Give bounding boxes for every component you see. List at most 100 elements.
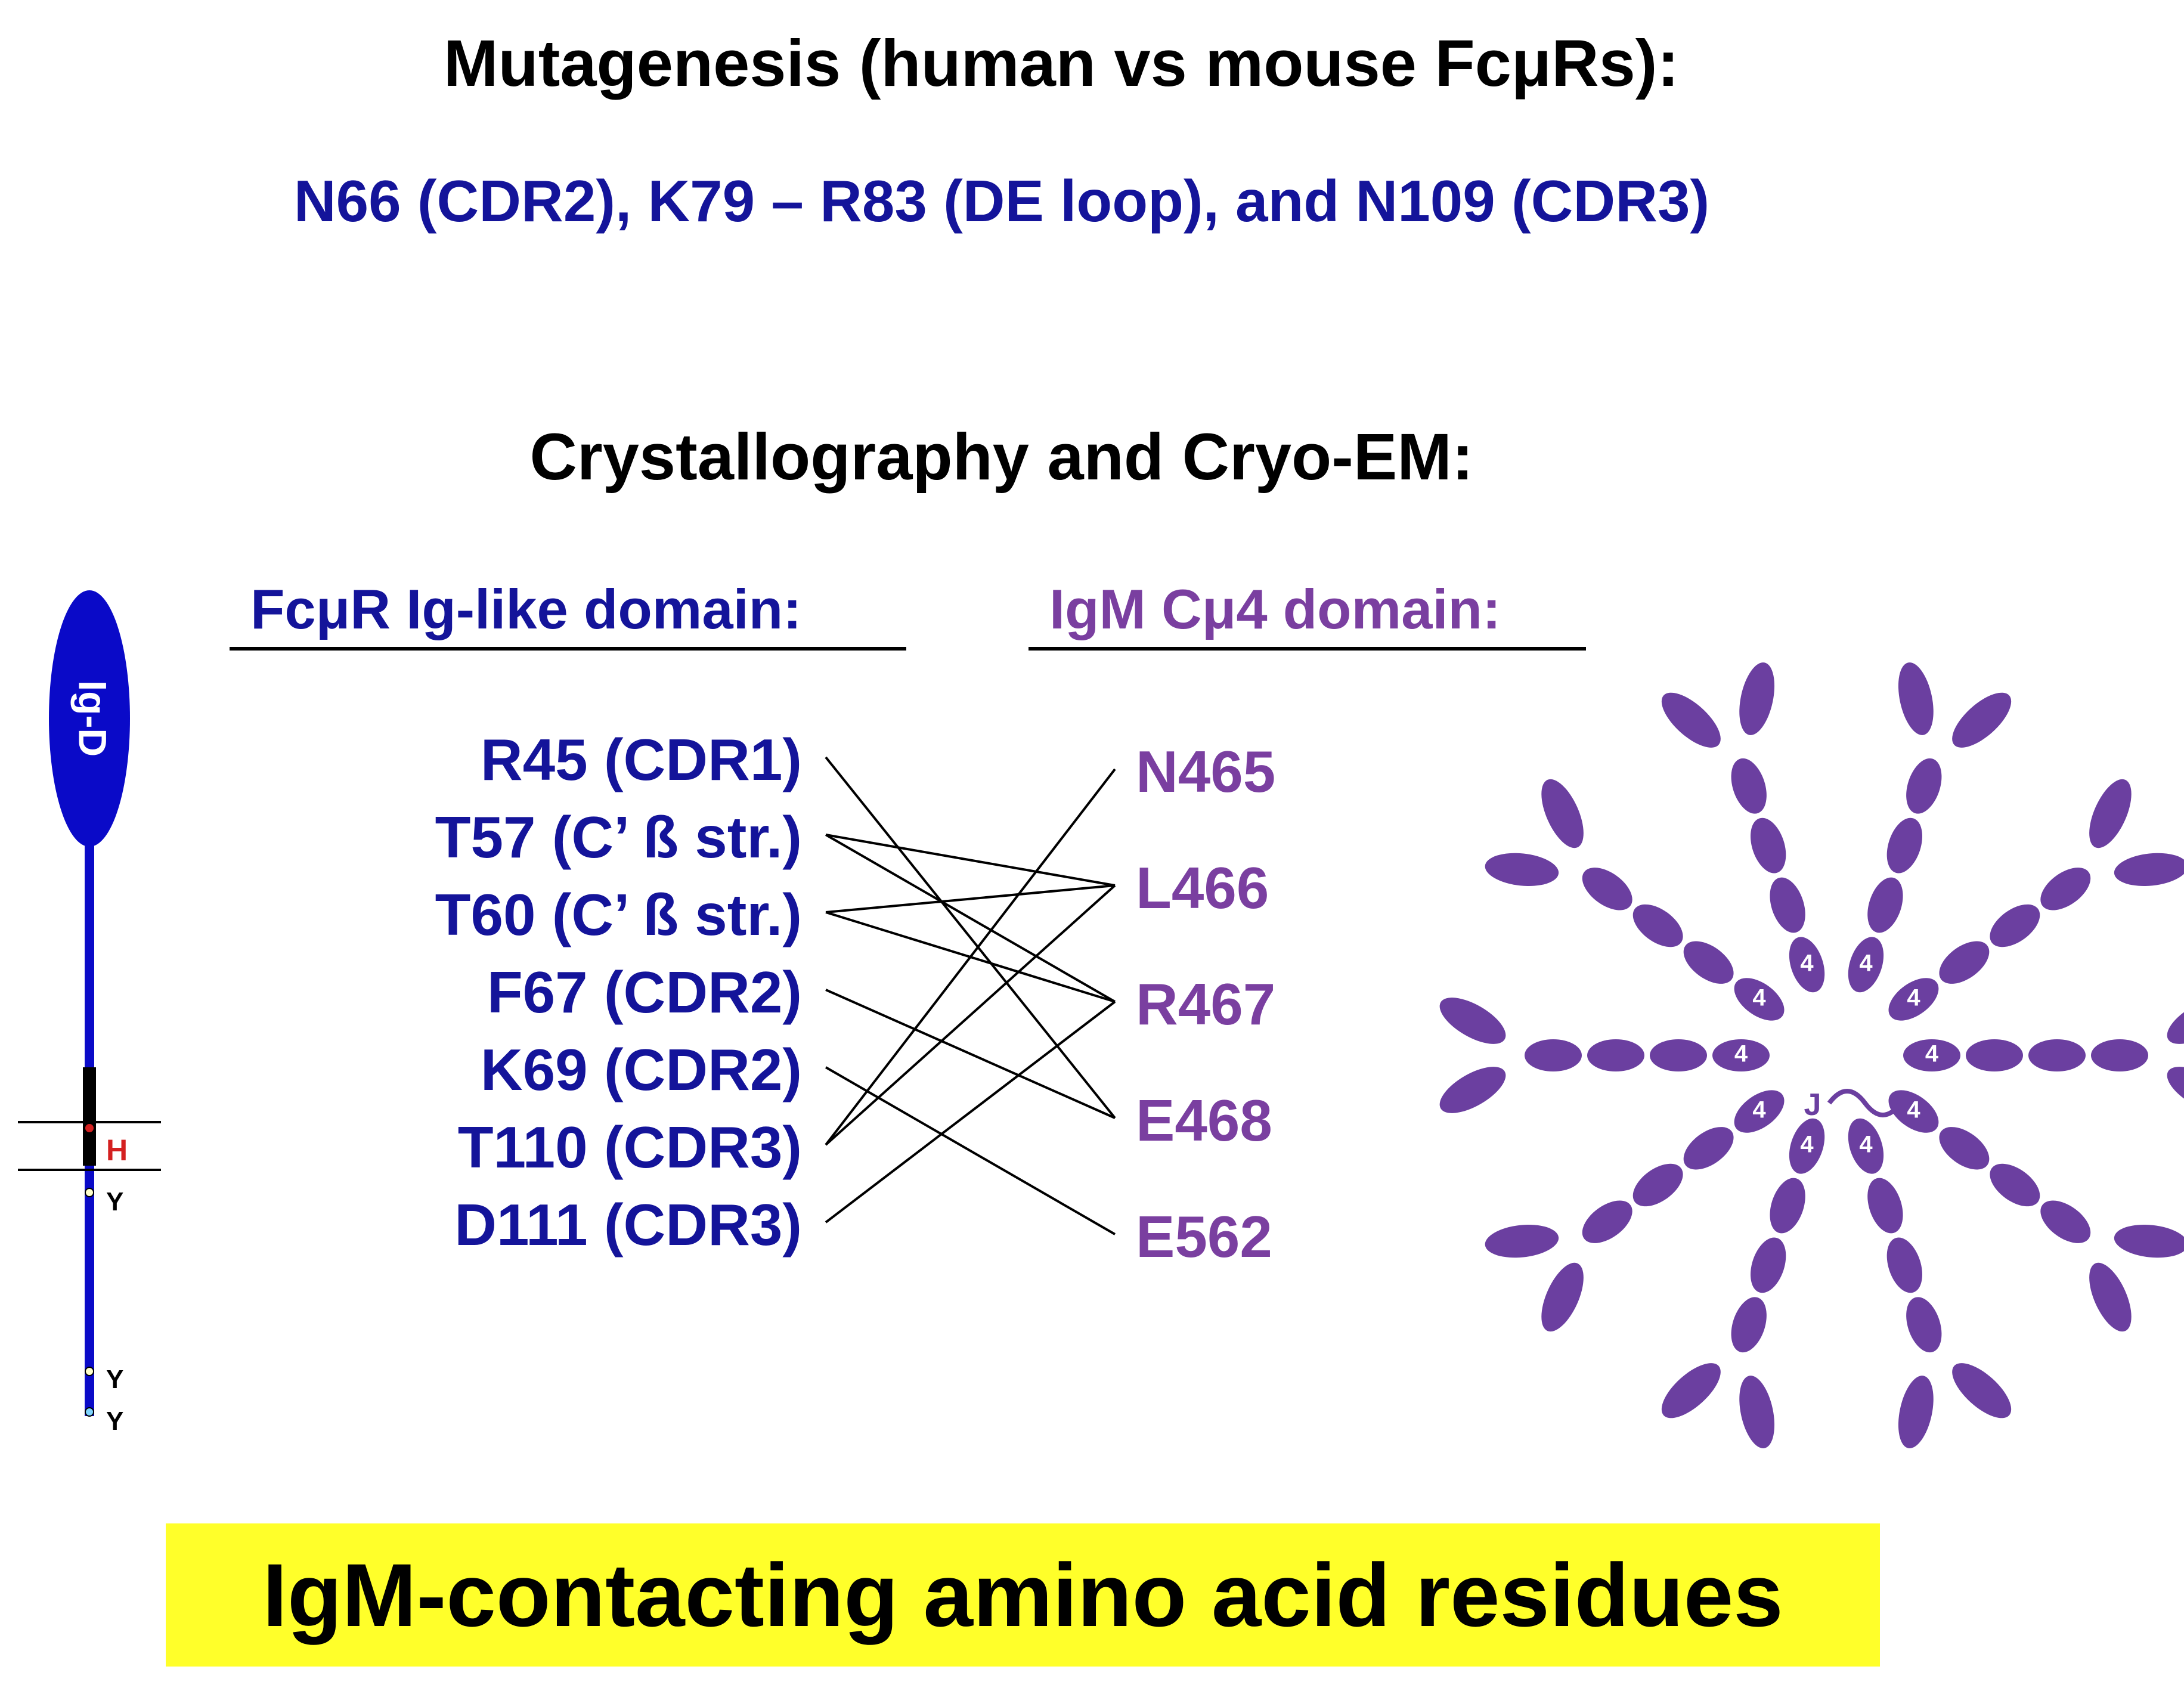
igm-fab-ellipse <box>1898 1376 1934 1448</box>
igm-domain-ellipse <box>1683 1127 1734 1170</box>
cmu4-domain-label: 4 <box>1752 1097 1766 1123</box>
igm-fab-ellipse <box>1541 1262 1584 1332</box>
igm-domain-ellipse <box>1734 978 1785 1021</box>
fcmr-residue-t57: T57 (C’ ß str.) <box>435 804 802 870</box>
j-chain-label: J <box>1804 1088 1821 1122</box>
igm-fab-ellipse <box>2167 998 2184 1044</box>
igm-fab-ellipse <box>1898 662 1934 735</box>
contact-line-t57-r467 <box>825 834 1116 1003</box>
fcmr-header-underline <box>230 647 906 651</box>
igm-fab-ellipse <box>2114 853 2184 886</box>
igm-domain-ellipse <box>1867 877 1903 933</box>
igm-domain-ellipse <box>1906 758 1942 814</box>
igm-domain-ellipse <box>1789 937 1825 993</box>
tyrosine-label-3: Y <box>106 1407 123 1436</box>
cmu4-domain-label: 4 <box>1800 1132 1814 1158</box>
igm-domain-ellipse <box>1906 1297 1942 1353</box>
igm-domain-ellipse <box>1939 941 1990 984</box>
contact-line-k69-e562 <box>825 1066 1116 1235</box>
igm-residue-n465: N465 <box>1136 739 1276 804</box>
igm-domain-ellipse <box>1683 941 1734 984</box>
cmu4-domain-label: 4 <box>1734 1041 1748 1067</box>
igm-domain-ellipse <box>2040 1200 2091 1243</box>
cmu4-domain-label: 4 <box>1752 985 1766 1011</box>
igm-domain-ellipse <box>1734 1090 1785 1133</box>
contact-line-t57-l466 <box>825 834 1116 887</box>
igm-fab-ellipse <box>2089 1262 2132 1332</box>
mutagenesis-title: Mutagenesis (human vs mouse FcμRs): <box>443 27 1680 100</box>
igm-domain-ellipse <box>1582 1200 1632 1243</box>
fcmr-domain-header: FcμR Ig-like domain: <box>250 578 802 640</box>
fcmr-residue-r45: R45 (CDR1) <box>480 727 802 792</box>
igm-heavy-chain-arm: 4 <box>1903 998 2184 1113</box>
igm-domain-ellipse <box>1751 1237 1786 1293</box>
igm-fab-ellipse <box>1739 662 1775 735</box>
igm-fab-ellipse <box>1661 692 1721 748</box>
crystallography-title: Crystallography and Cryo-EM: <box>529 420 1474 494</box>
conclusion-banner: IgM-contacting amino acid residues <box>166 1523 1880 1667</box>
tyrosine-label-1: Y <box>106 1187 123 1216</box>
igm-domain-ellipse <box>1731 758 1767 814</box>
igm-heavy-chain-arm: 4 <box>1485 1090 1785 1332</box>
igm-fab-ellipse <box>1739 1376 1775 1448</box>
igm-domain-ellipse <box>1731 1297 1767 1353</box>
igm-domain-ellipse <box>1712 1039 1770 1071</box>
igm-fab-ellipse <box>2089 779 2132 848</box>
igm-heavy-chain-arm: 4 <box>1661 662 1825 993</box>
igm-domain-ellipse <box>1525 1039 1582 1071</box>
ig-domain-label: Ig-D <box>71 680 115 757</box>
igm-fab-ellipse <box>1661 1363 1721 1418</box>
igm-heavy-chain-arm: 4 <box>1848 662 2012 993</box>
contact-line-f67-e468 <box>825 989 1116 1119</box>
igm-heavy-chain-arm: 4 <box>1888 779 2184 1021</box>
igm-fab-ellipse <box>1952 692 2012 748</box>
igm-heavy-chain-arm: 4 <box>1888 1090 2184 1332</box>
igm-fab-ellipse <box>1952 1363 2012 1418</box>
igm-domain-ellipse <box>1903 1039 1960 1071</box>
tyrosine-label-2: Y <box>106 1365 123 1394</box>
hinge-marker <box>85 1124 94 1132</box>
fcmr-residue-d111: D111 (CDR3) <box>454 1192 802 1258</box>
j-chain-strand <box>1827 1089 1903 1117</box>
igm-domain-ellipse <box>1650 1039 1707 1071</box>
igm-domain-ellipse <box>1886 1237 1922 1293</box>
igm-domain-header: IgM Cμ4 domain: <box>1049 578 1501 640</box>
igm-fab-ellipse <box>1541 779 1584 848</box>
igm-domain-ellipse <box>2028 1039 2086 1071</box>
igm-fab-ellipse <box>1439 998 1506 1044</box>
cmu4-domain-label: 4 <box>1907 985 1920 1011</box>
igm-domain-ellipse <box>1990 904 2040 947</box>
tyrosine-marker-3 <box>85 1407 94 1417</box>
igm-domain-ellipse <box>1751 817 1786 874</box>
cmu4-domain-label: 4 <box>1907 1097 1920 1123</box>
igm-domain-ellipse <box>2040 868 2091 910</box>
igm-fab-ellipse <box>2114 1225 2184 1258</box>
igm-domain-ellipse <box>1888 978 1939 1021</box>
igm-heavy-chain-arm: 4 <box>1439 998 1770 1113</box>
fcmr-residue-t110: T110 (CDR3) <box>457 1114 802 1180</box>
igm-header-underline <box>1029 647 1586 651</box>
igm-residue-l466: L466 <box>1136 855 1269 921</box>
igm-fab-ellipse <box>1485 853 1559 886</box>
igm-domain-ellipse <box>1939 1127 1990 1170</box>
cmu4-domain-label: 4 <box>1859 1132 1873 1158</box>
igm-residue-e562: E562 <box>1136 1204 1272 1269</box>
igm-heavy-chain-arm: 4 <box>1485 779 1785 1021</box>
mutagenesis-residues: N66 (CDR2), K79 – R83 (DE loop), and N10… <box>293 168 1710 234</box>
contact-line-d111-r467 <box>825 1001 1116 1224</box>
igm-domain-ellipse <box>1848 1118 1884 1174</box>
igm-domain-ellipse <box>1888 1090 1939 1133</box>
fcmr-residue-t60: T60 (C’ ß str.) <box>435 882 802 947</box>
tyrosine-marker-1 <box>85 1188 94 1197</box>
igm-domain-ellipse <box>1848 937 1884 993</box>
igm-domain-ellipse <box>1770 877 1805 933</box>
igm-domain-ellipse <box>1632 1163 1683 1207</box>
conclusion-banner-text: IgM-contacting amino acid residues <box>262 1545 1783 1645</box>
fcmr-residue-f67: F67 (CDR2) <box>487 959 802 1025</box>
contact-line-t110-n465 <box>825 768 1116 1146</box>
igm-residue-e468: E468 <box>1136 1088 1272 1153</box>
